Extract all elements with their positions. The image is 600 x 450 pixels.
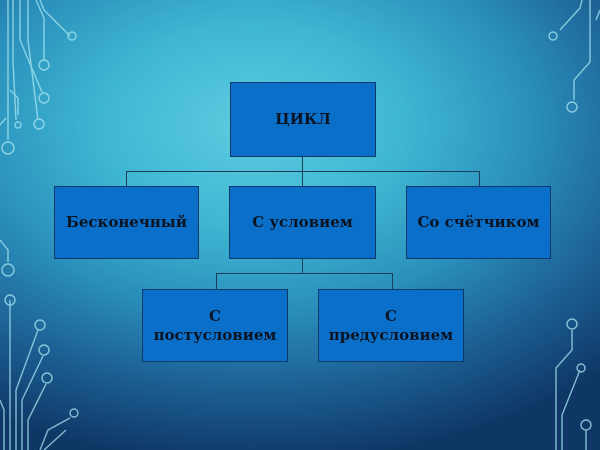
node-label-line2: предусловием [328, 325, 454, 344]
connector-level1-center [302, 171, 303, 186]
connector-level1-left [126, 171, 127, 186]
connector-level2-left [216, 273, 217, 289]
node-label-line1: С [385, 306, 397, 325]
node-label-line1: С [209, 306, 221, 325]
connector-mid-trunk [302, 259, 303, 273]
node-infinite: Бесконечный [54, 186, 199, 259]
connector-level2-bar [216, 273, 392, 274]
node-precondition: С предусловием [318, 289, 464, 362]
connector-level2-right [392, 273, 393, 289]
node-root-cycle: ЦИКЛ [230, 82, 376, 157]
node-label: Бесконечный [66, 213, 187, 231]
node-label-line2: постусловием [153, 325, 277, 344]
node-with-condition: С условием [229, 186, 376, 259]
connector-level1-right [479, 171, 480, 186]
node-label: ЦИКЛ [275, 110, 331, 128]
connector-root-trunk [302, 157, 303, 171]
node-postcondition: С постусловием [142, 289, 288, 362]
node-label: С условием [252, 213, 353, 231]
node-label: Со счётчиком [417, 213, 540, 231]
node-with-counter: Со счётчиком [406, 186, 551, 259]
